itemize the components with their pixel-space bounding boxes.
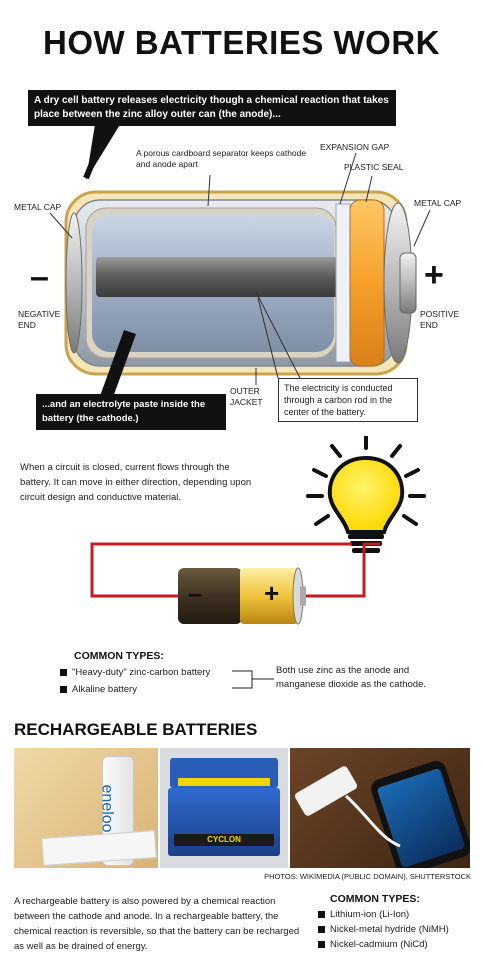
car-battery-brand: CYCLON xyxy=(174,834,274,846)
circuit-battery-plus: + xyxy=(264,578,280,608)
plastic-seal-label: PLASTIC SEAL xyxy=(344,162,404,172)
battery-diagram xyxy=(49,120,431,400)
page-title: HOW BATTERIES WORK xyxy=(42,24,441,61)
circuit-battery-minus: – xyxy=(188,578,203,608)
bullet-icon xyxy=(318,910,325,918)
rechargeable-type-item: Nickel-cadmium (NiCd) xyxy=(318,939,428,950)
negative-end-label: NEGATIVE END xyxy=(18,309,61,330)
circuit-text: When a circuit is closed, current flows … xyxy=(20,462,252,503)
bullet-icon xyxy=(318,925,325,933)
outer-jacket-label: OUTER JACKET xyxy=(230,386,263,407)
circuit-battery-negative xyxy=(178,568,242,624)
rechargeable-title: RECHARGEABLE BATTERIES xyxy=(14,720,258,739)
carbon-rod xyxy=(96,257,346,297)
common-type-item: Alkaline battery xyxy=(60,684,137,695)
photo-phone-charging xyxy=(290,748,470,868)
positive-end-label: POSITIVE END xyxy=(420,309,460,330)
common-type-item: "Heavy-duty" zinc-carbon battery xyxy=(60,667,210,678)
photo-car-battery: CYCLON xyxy=(160,748,288,868)
separator-label: A porous cardboard separator keeps catho… xyxy=(136,148,307,169)
photo-eneloop: eneloop xyxy=(14,748,158,868)
bullet-icon xyxy=(318,940,325,948)
circuit-diagram xyxy=(90,436,426,625)
rechargeable-text: A rechargeable battery is also powered b… xyxy=(14,896,300,952)
negative-sign: – xyxy=(30,258,49,296)
plastic-seal xyxy=(349,199,385,367)
carbon-rod-label: The electricity is conducted through a c… xyxy=(278,378,418,422)
common-types-heading: COMMON TYPES: xyxy=(74,650,164,662)
bracket-connector xyxy=(232,670,274,689)
circuit-battery-positive xyxy=(240,568,298,624)
cathode-callout: ...and an electrolyte paste inside the b… xyxy=(36,394,226,430)
wire-left xyxy=(90,542,352,598)
metal-cap-left-label: METAL CAP xyxy=(14,202,62,212)
metal-cap-right-label: METAL CAP xyxy=(414,198,462,208)
eneloop-package xyxy=(41,830,157,866)
positive-sign: + xyxy=(424,256,444,294)
photo-credit: PHOTOS: WIKIMEDIA (PUBLIC DOMAIN), SHUTT… xyxy=(264,872,471,881)
rechargeable-type-item: Nickel-metal hydride (NiMH) xyxy=(318,924,449,935)
common-types-note: Both use zinc as the anode and manganese… xyxy=(276,665,426,690)
bullet-icon xyxy=(60,685,67,693)
positive-terminal xyxy=(399,252,417,314)
metal-cap-left xyxy=(65,212,83,354)
anode-callout: A dry cell battery releases electricity … xyxy=(28,90,396,126)
rechargeable-types-heading: COMMON TYPES: xyxy=(330,893,420,905)
expansion-gap-label: EXPANSION GAP xyxy=(320,142,390,152)
bulb-rays xyxy=(306,436,426,526)
rechargeable-type-item: Lithium-ion (Li-Ion) xyxy=(318,909,409,920)
wire-right xyxy=(302,542,380,598)
light-bulb xyxy=(327,455,405,534)
bullet-icon xyxy=(60,668,67,676)
